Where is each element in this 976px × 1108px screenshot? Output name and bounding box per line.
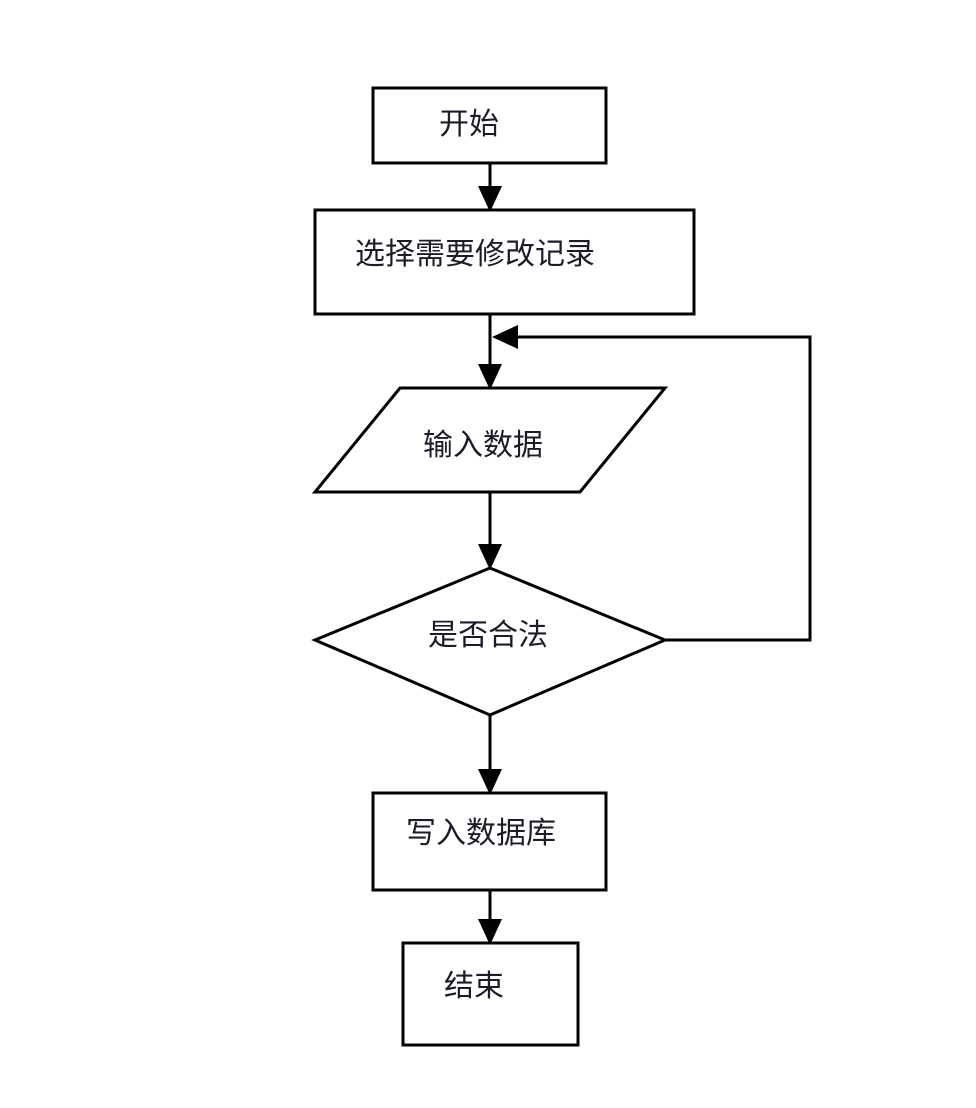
node-end[interactable]: 结束 xyxy=(401,941,580,1047)
node-start-label: 开始 xyxy=(439,107,499,142)
node-is-valid-label: 是否合法 xyxy=(428,618,548,653)
edge-select-record-to-input-data xyxy=(478,314,502,390)
edge-write-database-to-end xyxy=(478,890,502,945)
arrow-head-icon xyxy=(478,544,502,570)
arrow-head-icon xyxy=(478,364,502,390)
node-start[interactable]: 开始 xyxy=(371,86,608,165)
arrow-head-icon xyxy=(478,769,502,795)
node-is-valid[interactable]: 是否合法 xyxy=(311,566,669,717)
node-input-data[interactable]: 输入数据 xyxy=(311,386,669,494)
node-end-shape xyxy=(401,941,580,1047)
node-is-valid-shape xyxy=(311,566,669,717)
arrow-head-icon xyxy=(478,186,502,212)
edge-input-data-to-is-valid xyxy=(478,492,502,570)
edge-start-to-select-record xyxy=(478,163,502,212)
node-select-record-label: 选择需要修改记录 xyxy=(355,237,595,272)
node-write-database-label: 写入数据库 xyxy=(406,816,556,851)
node-input-data-shape xyxy=(311,386,669,494)
edge-is-valid-retry-loop xyxy=(492,325,812,642)
node-start-shape xyxy=(371,86,608,165)
edge-is-valid-to-write-database xyxy=(478,715,502,795)
node-input-data-label: 输入数据 xyxy=(423,428,543,463)
node-write-database[interactable]: 写入数据库 xyxy=(371,791,608,892)
node-select-record[interactable]: 选择需要修改记录 xyxy=(313,208,696,316)
node-end-label: 结束 xyxy=(444,969,504,1004)
node-write-database-shape xyxy=(371,791,608,892)
arrow-head-icon xyxy=(478,919,502,945)
node-select-record-shape xyxy=(313,208,696,316)
arrow-head-icon xyxy=(492,325,518,349)
